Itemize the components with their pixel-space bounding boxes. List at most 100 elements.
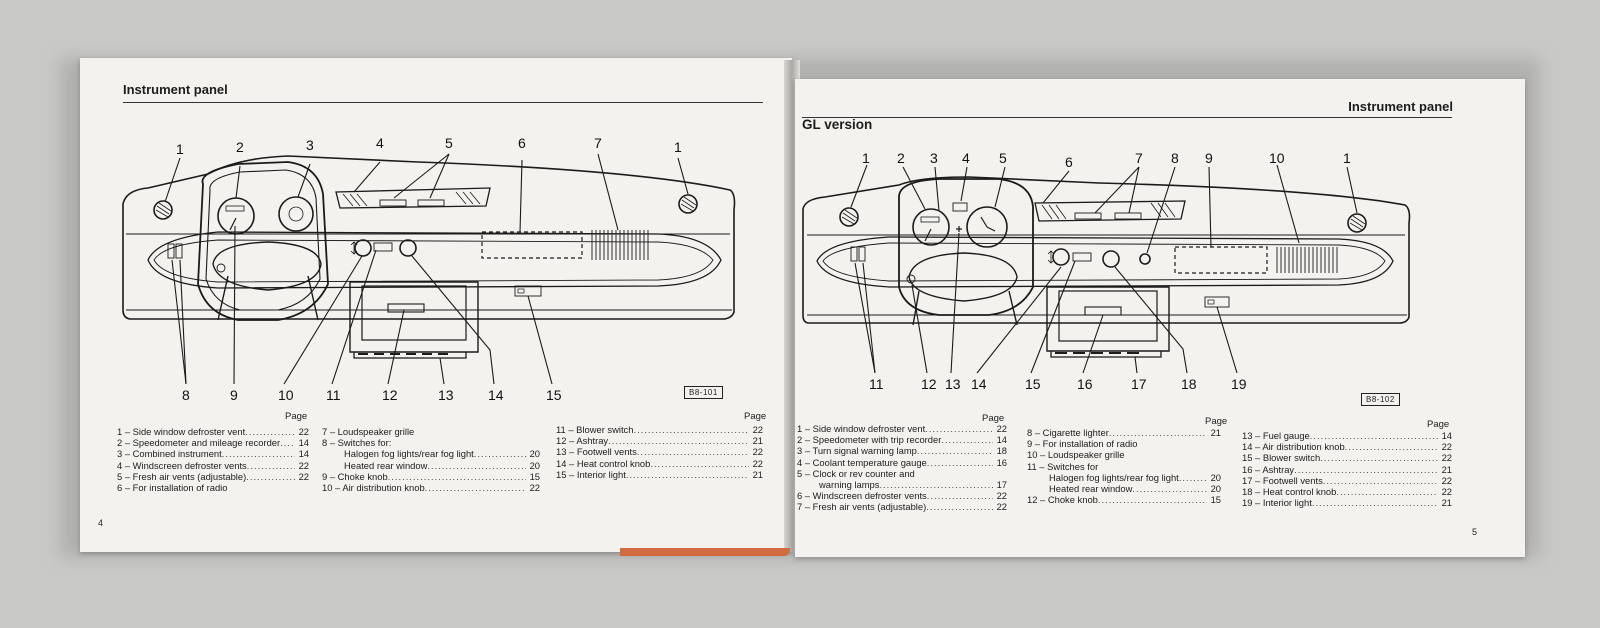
legend-item-text: 12 – Ashtray <box>556 435 609 447</box>
legend-item-page: 22 <box>996 423 1007 434</box>
legend-item: Halogen fog lights/rear fog light ......… <box>1027 472 1221 483</box>
right-legend-col1: 1 – Side window defroster vent .........… <box>797 423 1007 513</box>
callout-4: 4 <box>962 150 970 166</box>
legend-item-text: 10 – Loudspeaker grille <box>1027 449 1125 461</box>
legend-item-page: 22 <box>298 426 309 437</box>
legend-item-text: 16 – Ashtray <box>1242 463 1295 475</box>
legend-item-page: 22 <box>752 424 763 435</box>
legend-item-page: 22 <box>529 482 540 494</box>
legend-item: 16 – Ashtray ...........................… <box>1242 463 1452 475</box>
callout-13: 13 <box>945 376 961 392</box>
callout-2: 2 <box>897 150 905 166</box>
legend-item-page: 18 <box>996 445 1007 457</box>
callout-1a: 1 <box>862 150 870 166</box>
callout-8: 8 <box>182 387 190 403</box>
callout-2: 2 <box>236 139 244 155</box>
callout-18: 18 <box>1181 376 1197 392</box>
legend-item: 13 – Footwell vents ....................… <box>556 446 763 458</box>
legend-item-page: 14 <box>996 434 1007 446</box>
callout-14: 14 <box>488 387 504 403</box>
left-legend-col1: 1 – Side window defroster vent .........… <box>117 426 309 493</box>
legend-item-text: 4 – Coolant temperature gauge <box>797 456 927 468</box>
callout-12: 12 <box>921 376 937 392</box>
legend-item-text: 19 – Interior light <box>1242 497 1312 509</box>
callout-14: 14 <box>971 376 987 392</box>
legend-item-text: 9 – For installation of radio <box>1027 438 1138 450</box>
callout-8: 8 <box>1171 150 1179 166</box>
legend-item: 8 – Switches for: <box>322 437 540 448</box>
right-page-label-2: Page <box>1205 416 1228 427</box>
legend-item: 8 – Cigarette lighter ..................… <box>1027 427 1221 438</box>
legend-item-page: 22 <box>1441 474 1452 486</box>
legend-item-text: 13 – Footwell vents <box>556 446 637 458</box>
right-page-number: 5 <box>1472 527 1478 537</box>
left-page-label-2: Page <box>744 411 767 422</box>
left-dashboard-diagram: 1 2 3 4 5 6 7 1 8 9 10 11 12 13 14 15 <box>118 114 758 404</box>
callout-10: 10 <box>278 387 294 403</box>
speaker-grille <box>591 230 649 260</box>
callout-7: 7 <box>1135 150 1143 166</box>
legend-item-page: 14 <box>1441 430 1452 441</box>
legend-item-page: 22 <box>752 457 763 469</box>
callout-3: 3 <box>306 137 314 153</box>
legend-item-text: 15 – Interior light <box>556 468 626 480</box>
legend-item-text: 15 – Blower switch <box>1242 452 1321 464</box>
callout-7: 7 <box>594 135 602 151</box>
legend-item: 1 – Side window defroster vent .........… <box>117 426 309 437</box>
legend-item: 2 – Speedometer and mileage recorder ...… <box>117 437 309 449</box>
legend-item-page: 22 <box>1441 452 1452 464</box>
callout-9: 9 <box>230 387 238 403</box>
legend-item-page: 21 <box>1210 427 1221 438</box>
legend-item-text: 1 – Side window defroster vent <box>117 426 246 437</box>
legend-item: 9 – Choke knob .........................… <box>322 470 540 482</box>
legend-item-page: 20 <box>529 459 540 471</box>
legend-item-text: 11 – Switches for <box>1027 460 1099 472</box>
legend-item-text: 7 – Loudspeaker grille <box>322 426 415 437</box>
legend-item-text: 13 – Fuel gauge <box>1242 430 1310 441</box>
legend-item-page: 20 <box>529 448 540 460</box>
callout-15: 15 <box>546 387 562 403</box>
legend-item: warning lamps ..........................… <box>797 479 1007 490</box>
legend-item-text: 10 – Air distribution knob <box>322 482 425 494</box>
right-legend-col3: 13 – Fuel gauge ........................… <box>1242 430 1452 508</box>
legend-item: 7 – Fresh air vents (adjustable) .......… <box>797 501 1007 513</box>
legend-item: 15 – Interior light ....................… <box>556 468 763 480</box>
callout-6: 6 <box>1065 154 1073 170</box>
legend-item-page: 14 <box>298 448 309 460</box>
legend-item: 1 – Side window defroster vent .........… <box>797 423 1007 434</box>
right-dashboard-diagram: 1 2 3 4 5 6 7 8 9 10 1 11 12 13 14 15 16… <box>799 137 1439 407</box>
legend-item-text: 2 – Speedometer with trip recorder <box>797 434 942 446</box>
legend-item-text: Heated rear window <box>344 459 428 471</box>
legend-item: 5 – Clock or rev counter and <box>797 468 1007 479</box>
right-page-header: Instrument panel <box>1348 99 1453 114</box>
legend-item: Heated rear window .....................… <box>1027 483 1221 494</box>
callout-1b: 1 <box>674 139 682 155</box>
left-page-label-1: Page <box>285 411 308 422</box>
legend-item-text: 14 – Heat control knob <box>556 457 651 469</box>
legend-item-text: 12 – Choke knob <box>1027 494 1098 506</box>
legend-item-page: 22 <box>996 490 1007 502</box>
legend-item-text: 6 – Windscreen defroster vents <box>797 490 927 502</box>
legend-item: Halogen fog lights/rear fog light ......… <box>322 448 540 459</box>
legend-item: 18 – Heat control knob .................… <box>1242 486 1452 498</box>
legend-item-page: 14 <box>298 437 309 449</box>
callout-13: 13 <box>438 387 454 403</box>
legend-item: 12 – Ashtray ...........................… <box>556 435 763 447</box>
legend-item: 10 – Loudspeaker grille <box>1027 449 1221 460</box>
legend-item: 7 – Loudspeaker grille <box>322 426 540 437</box>
legend-item: 12 – Choke knob ........................… <box>1027 494 1221 506</box>
legend-item: 14 – Heat control knob .................… <box>556 457 763 469</box>
legend-item-page: 15 <box>529 470 540 482</box>
callout-17: 17 <box>1131 376 1147 392</box>
right-header-rule <box>802 117 1452 118</box>
callout-10: 10 <box>1269 150 1285 166</box>
legend-item-page: 22 <box>298 470 309 482</box>
legend-item-page: 22 <box>298 459 309 471</box>
callout-1a: 1 <box>176 141 184 157</box>
legend-item-page: 22 <box>1441 441 1452 453</box>
legend-item: 11 – Blower switch .....................… <box>556 424 763 435</box>
legend-item: 4 – Coolant temperature gauge ..........… <box>797 456 1007 468</box>
legend-item-text: warning lamps <box>819 479 880 491</box>
callout-9: 9 <box>1205 150 1213 166</box>
